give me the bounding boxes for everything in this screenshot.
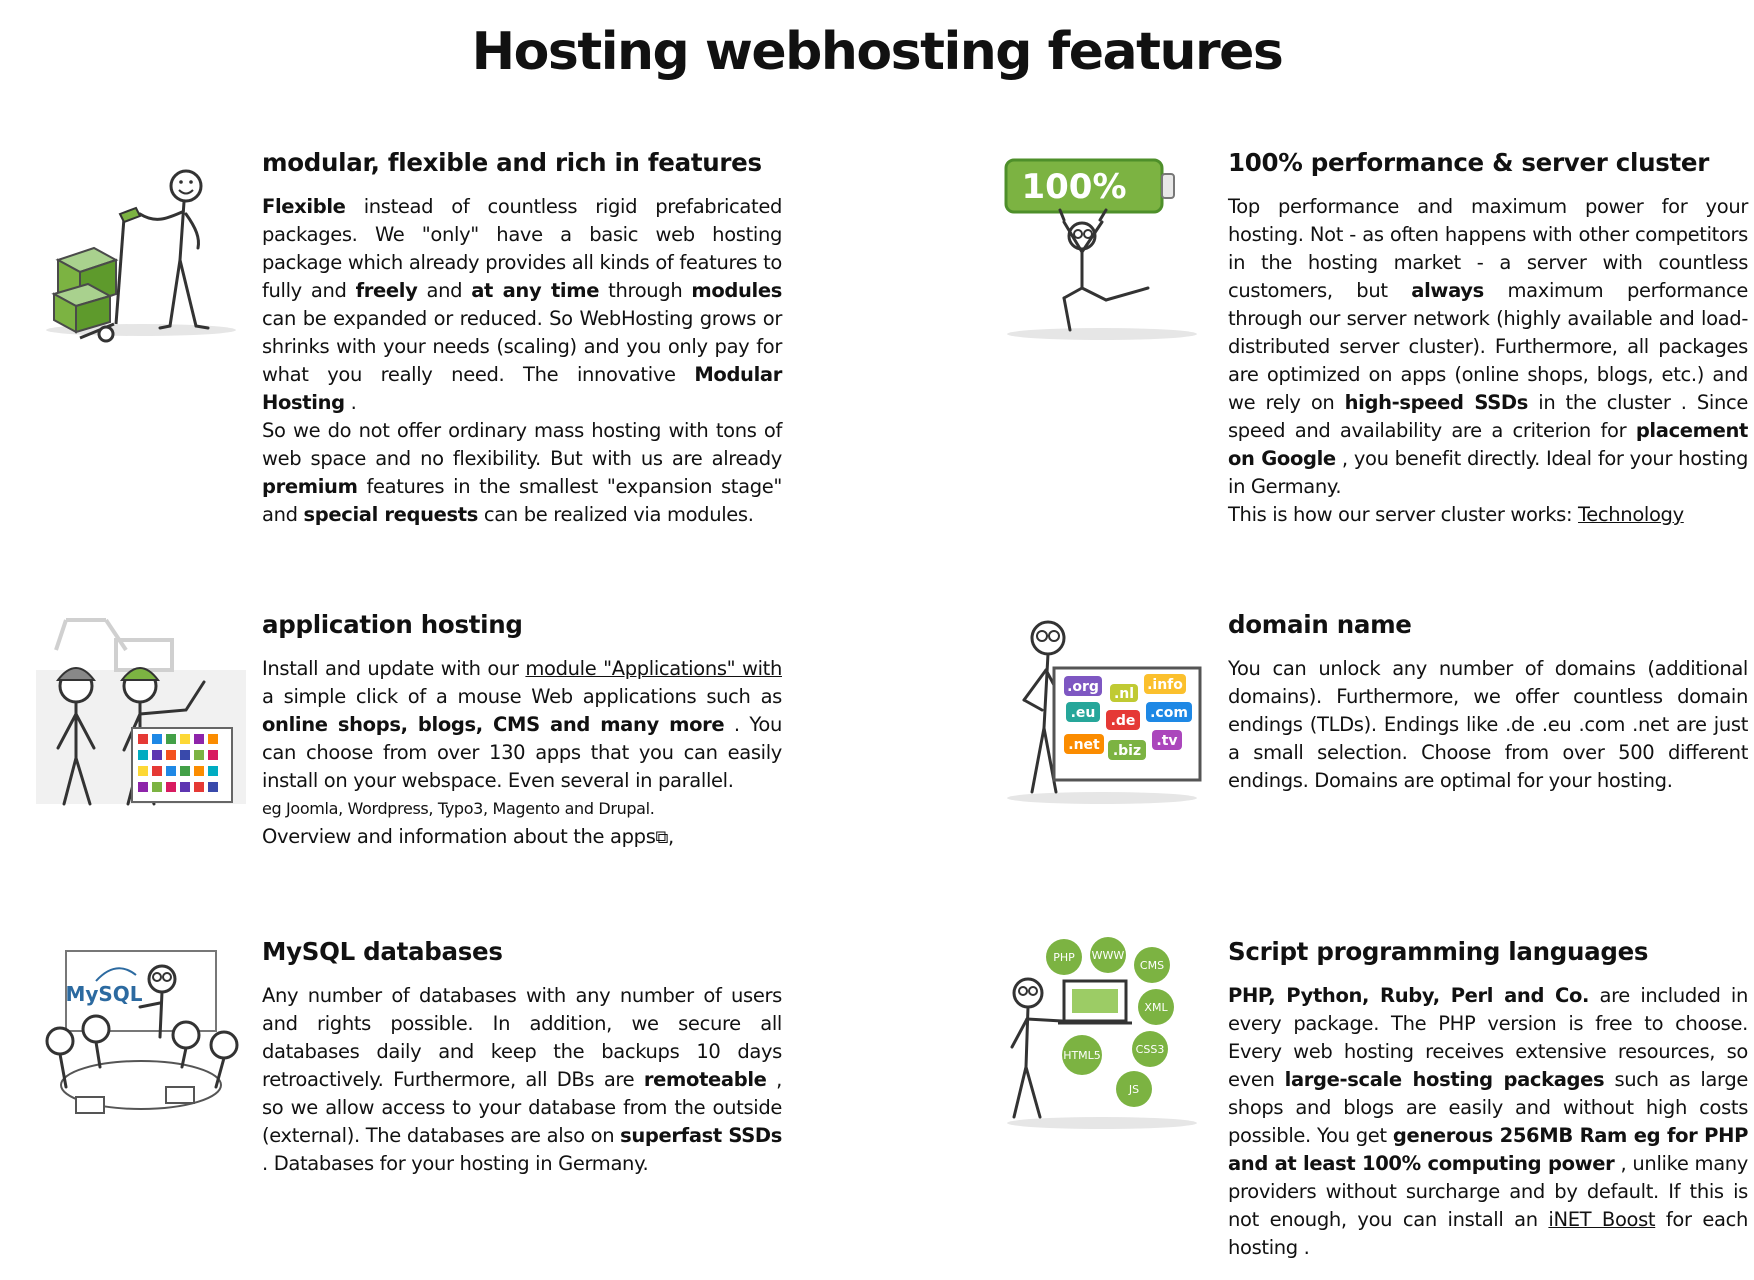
- feature-body: 100% performance & server cluster Top pe…: [1228, 148, 1748, 529]
- apps-examples-text: eg Joomla, Wordpress, Typo3, Magento and…: [262, 799, 655, 818]
- tld-bubble: .tv: [1156, 733, 1177, 749]
- external-link-icon[interactable]: ⧉: [655, 827, 669, 848]
- feature-body: modular, flexible and rich in features F…: [262, 148, 782, 529]
- text-run: . You can choose from over 130 apps that…: [262, 713, 782, 792]
- feature-text: Any number of databases with any number …: [262, 982, 782, 1178]
- page-title: Hosting webhosting features: [471, 22, 1284, 82]
- feature-text: PHP, Python, Ruby, Perl and Co. are incl…: [1228, 982, 1748, 1262]
- stickman-laptop-languages-illustration: PHP WWW CMS XML HTML5 CSS3 JS: [1007, 937, 1197, 1129]
- text-run: through: [599, 279, 692, 302]
- text-run: for each hosting .: [1228, 1208, 1748, 1259]
- bold-text: modules: [691, 279, 782, 302]
- language-bubble: CSS3: [1136, 1043, 1165, 1056]
- feature-heading: Script programming languages: [1228, 937, 1649, 966]
- mysql-logo: MySQL: [65, 982, 142, 1006]
- apps-overview-link[interactable]: Overview and information about the apps⧉…: [262, 823, 782, 852]
- bold-text: large-scale hosting packages: [1284, 1068, 1605, 1091]
- text-run: in the cluster . Since speed and availab…: [1228, 391, 1748, 442]
- battery-label: 100%: [1021, 167, 1126, 207]
- text-run: Top performance and maximum power for yo…: [1228, 195, 1748, 302]
- feature-heading: application hosting: [262, 610, 523, 639]
- feature-text: Install and update with our module "Appl…: [262, 655, 782, 795]
- bold-text: freely: [355, 279, 418, 302]
- language-bubble: WWW: [1092, 949, 1125, 962]
- inet-boost-link[interactable]: iNET Boost: [1548, 1208, 1656, 1231]
- text-run: Overview and information about the apps: [262, 825, 656, 848]
- text-run: .: [344, 391, 357, 414]
- bold-text: online shops, blogs, CMS and many more: [262, 713, 725, 736]
- bold-text: Modular Hosting: [262, 363, 782, 414]
- text-run: ,: [668, 825, 674, 848]
- text-run: can be expanded or reduced. So WebHostin…: [262, 307, 782, 386]
- stickman-battery-illustration: 100%: [1004, 158, 1197, 340]
- tld-bubble: .biz: [1113, 743, 1141, 759]
- bold-text: special requests: [303, 503, 479, 526]
- text-run: a simple click of a mouse Web applicatio…: [262, 685, 782, 708]
- bold-text: placement on Google: [1228, 419, 1748, 470]
- text-run: maximum performance through our server n…: [1228, 279, 1748, 414]
- tld-bubble: .org: [1067, 679, 1099, 695]
- bold-text: remoteable: [643, 1068, 767, 1091]
- feature-heading: 100% performance & server cluster: [1228, 148, 1710, 177]
- tld-bubble: .eu: [1071, 705, 1096, 721]
- text-run: such as large shops and blogs are easily…: [1228, 1068, 1749, 1147]
- feature-text: You can unlock any number of domains (ad…: [1228, 657, 1748, 792]
- feature-heading: modular, flexible and rich in features: [262, 148, 762, 177]
- technology-link[interactable]: Technology: [1578, 503, 1684, 526]
- tld-bubble: .net: [1068, 737, 1100, 753]
- tld-bubble: .info: [1147, 677, 1183, 693]
- tld-bubble: .nl: [1114, 686, 1134, 702]
- feature-body: domain name You can unlock any number of…: [1228, 610, 1748, 795]
- feature-text: Flexible instead of countless rigid pref…: [262, 193, 782, 417]
- bold-text: generous 256MB Ram eg for PHP and at lea…: [1228, 1124, 1749, 1175]
- text-run: can be realized via modules.: [478, 503, 754, 526]
- feature-heading: domain name: [1228, 610, 1412, 639]
- text-run: Install and update with our: [262, 657, 526, 680]
- feature-text: So we do not offer ordinary mass hosting…: [262, 417, 782, 529]
- text-run: features in the smallest "expansion stag…: [262, 475, 782, 526]
- stickman-hand-truck-illustration: [46, 169, 236, 343]
- text-run: and: [417, 279, 472, 302]
- text-run: This is how our server cluster works:: [1228, 503, 1579, 526]
- text-run: So we do not offer ordinary mass hosting…: [262, 419, 782, 470]
- language-bubble: HTML5: [1063, 1049, 1101, 1062]
- text-run: , unlike many providers without surcharg…: [1228, 1152, 1748, 1231]
- bold-text: high-speed SSDs: [1344, 391, 1529, 414]
- bold-text: Flexible: [262, 195, 346, 218]
- bold-text: PHP, Python, Ruby, Perl and Co.: [1228, 984, 1590, 1007]
- stickman-domain-board-illustration: .org .nl .info .eu .de .com .net .biz .t…: [1007, 620, 1202, 804]
- text-run: , you benefit directly. Ideal for your h…: [1228, 447, 1748, 498]
- text-run: , so we allow access to your database fr…: [262, 1068, 782, 1147]
- applications-module-link[interactable]: module "Applications" with: [525, 657, 782, 680]
- bold-text: always: [1411, 279, 1484, 302]
- language-bubble: JS: [1128, 1083, 1139, 1096]
- bold-text: premium: [262, 475, 358, 498]
- bold-text: at any time: [471, 279, 600, 302]
- feature-text: This is how our server cluster works: Te…: [1228, 501, 1748, 529]
- stickmen-helmets-illustration: [36, 618, 246, 806]
- language-bubble: PHP: [1053, 951, 1075, 964]
- language-bubble: CMS: [1140, 959, 1164, 972]
- bold-text: superfast SSDs: [620, 1124, 782, 1147]
- feature-text: Top performance and maximum power for yo…: [1228, 193, 1748, 501]
- feature-heading: MySQL databases: [262, 937, 503, 966]
- text-run: Any number of databases with any number …: [262, 984, 782, 1091]
- text-run: instead of countless rigid prefabricated…: [262, 195, 782, 302]
- language-bubble: XML: [1144, 1001, 1168, 1014]
- feature-body: MySQL databases Any number of databases …: [262, 937, 782, 1178]
- feature-body: Script programming languages PHP, Python…: [1228, 937, 1748, 1262]
- tld-bubble: .de: [1111, 713, 1136, 729]
- text-run: are included in every package. The PHP v…: [1228, 984, 1748, 1091]
- text-run: . Databases for your hosting in Germany.: [262, 1152, 649, 1175]
- stickmen-mysql-meeting-illustration: MySQL: [45, 950, 239, 1114]
- tld-bubble: .com: [1150, 705, 1188, 721]
- feature-body: application hosting Install and update w…: [262, 610, 782, 852]
